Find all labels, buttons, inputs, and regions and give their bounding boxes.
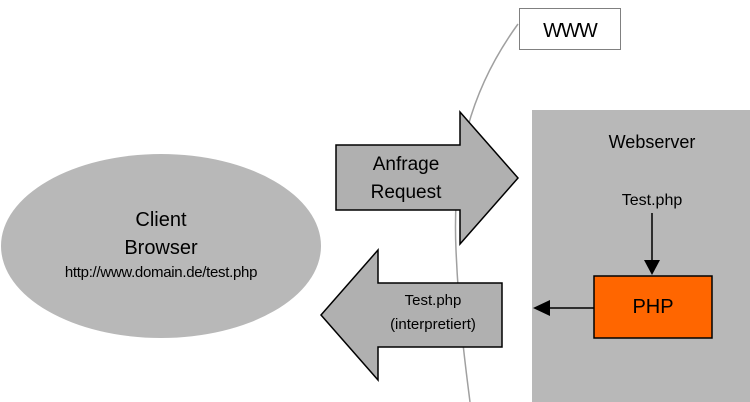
request-label-line2: Request (370, 182, 442, 203)
webserver-file-label: Test.php (621, 192, 683, 209)
file-to-php-arrowhead (644, 260, 660, 275)
www-label: WWW (543, 20, 598, 42)
response-label-line2: (interpretiert) (390, 316, 476, 333)
webserver-box (532, 110, 750, 402)
request-arrow (335, 110, 519, 246)
client-subtitle: Browser (124, 237, 198, 259)
internet-boundary-curve (454, 23, 519, 402)
php-label: PHP (632, 296, 674, 318)
response-label-line1: Test.php (404, 292, 462, 309)
client-url: http://www.domain.de/test.php (64, 264, 258, 281)
www-box: WWW (519, 8, 621, 50)
php-to-response-arrowhead (533, 300, 550, 316)
webserver-title: Webserver (608, 132, 696, 152)
php-processor-box (593, 275, 713, 339)
request-label-line1: Anfrage (372, 154, 440, 175)
client-browser-ellipse (1, 154, 321, 338)
client-title: Client (135, 209, 187, 231)
response-arrow (320, 248, 503, 382)
